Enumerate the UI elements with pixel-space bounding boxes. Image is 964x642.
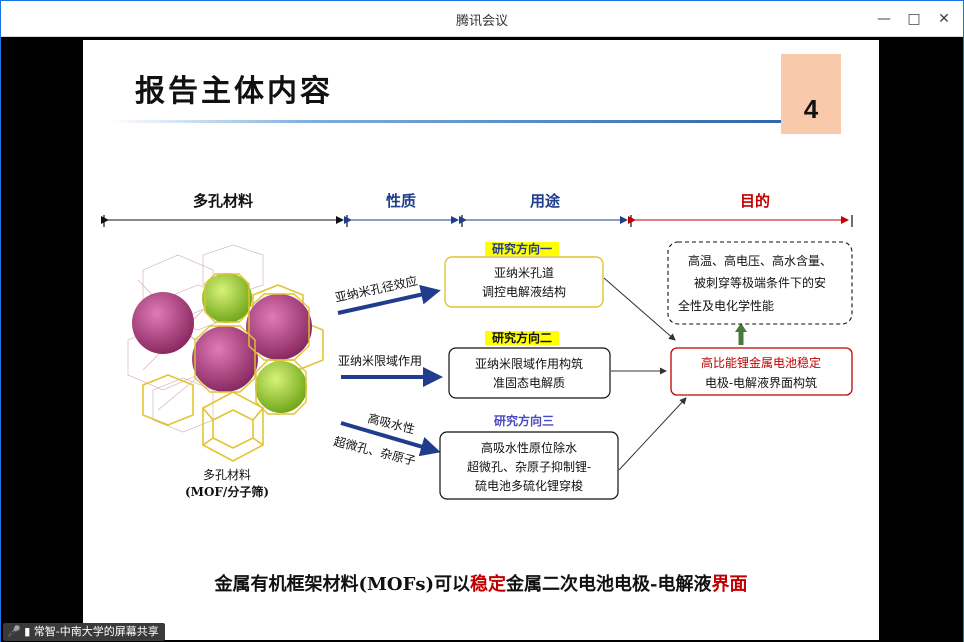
goal-conditions-box	[667, 241, 853, 325]
slide-title: 报告主体内容	[135, 74, 333, 109]
direction-3-tag: 研究方向三	[494, 413, 554, 428]
research-diagram: 多孔材料 性质 用途 目的	[101, 192, 853, 500]
direction-1: 研究方向一 亚纳米孔道 调控电解液结构	[444, 241, 604, 308]
presentation-slide: 报告主体内容 4	[83, 40, 879, 640]
direction-3-line1: 高吸水性原位除水	[481, 440, 577, 455]
direction-2-line1: 亚纳米限域作用构筑	[475, 356, 583, 371]
goal-main-box	[670, 347, 853, 396]
mof-caption-line2: (MOF/分子筛)	[185, 484, 269, 499]
microphone-icon[interactable]: 🎤	[7, 625, 21, 638]
header-usage: 用途	[530, 192, 561, 210]
mof-caption-line1: 多孔材料	[203, 468, 251, 482]
header-purpose: 目的	[740, 192, 770, 210]
direction-1-tag-bg	[485, 242, 559, 256]
mof-cage-purple-1	[132, 292, 194, 354]
property-label-3b: 超微孔、杂原子	[332, 433, 417, 468]
mof-cage-green-1	[202, 273, 252, 323]
page-number: 4	[803, 94, 819, 124]
title-bar: 腾讯会议 — □ ✕	[1, 1, 963, 37]
screen-share-icon: ▮	[24, 625, 31, 638]
direction-1-tag: 研究方向一	[492, 241, 552, 256]
property-arrow-3	[340, 421, 441, 457]
conclusion-text: 金属有机框架材料(MOFs)可以稳定金属二次电池电极-电解液界面	[83, 570, 879, 596]
direction-3-line3: 硫电池多硫化锂穿梭	[475, 478, 583, 493]
property-label-2: 亚纳米限域作用	[338, 354, 422, 368]
property-label-1: 亚纳米孔径效应	[334, 273, 419, 305]
page-number-box: 4	[781, 54, 841, 134]
direction-2-box	[448, 347, 611, 399]
screen-share-label: 常智-中南大学的屏幕共享	[33, 625, 159, 638]
mof-cage-purple-3	[192, 326, 258, 392]
goal-main: 高比能锂金属电池稳定 电极-电解液界面构筑	[670, 347, 853, 396]
mof-cage-purple-2	[246, 294, 312, 360]
direction-2-tag-bg	[485, 331, 559, 345]
goal-main-line1: 高比能锂金属电池稳定	[701, 355, 821, 370]
direction-1-line1: 亚纳米孔道	[494, 266, 554, 280]
goal-arrows	[603, 277, 747, 471]
conclusion-part1: 金属有机框架材料(MOFs)可以	[214, 574, 471, 595]
conclusion-emphasis-2: 界面	[711, 574, 748, 595]
mof-cage-green-2	[255, 361, 307, 413]
mof-structure-illustration: 多孔材料 (MOF/分子筛)	[127, 244, 324, 499]
goal-conditions-line3: 全性及电化学性能	[678, 298, 774, 313]
close-icon[interactable]: ✕	[938, 11, 950, 27]
header-row: 多孔材料 性质 用途 目的	[101, 192, 853, 227]
goal-conditions: 高温、高电压、高水含量、 被刺穿等极端条件下的安 全性及电化学性能	[667, 241, 853, 325]
goal-main-line2: 电极-电解液界面构筑	[705, 375, 817, 390]
conclusion-emphasis-1: 稳定	[470, 574, 507, 595]
goal-conditions-line1: 高温、高电压、高水含量、	[688, 253, 832, 268]
property-arrows: 亚纳米孔径效应 亚纳米限域作用 高吸水性 超微孔、杂原子	[332, 273, 443, 468]
screen-share-indicator[interactable]: 🎤 ▮ 常智-中南大学的屏幕共享	[3, 623, 165, 641]
direction-2-line2: 准固态电解质	[493, 376, 565, 390]
direction-3-box	[439, 431, 619, 500]
header-material: 多孔材料	[193, 192, 253, 210]
minimize-icon[interactable]: —	[877, 11, 891, 27]
header-property: 性质	[386, 192, 416, 210]
goal-conditions-line2: 被刺穿等极端条件下的安	[694, 275, 826, 290]
direction-1-line2: 调控电解液结构	[482, 284, 566, 299]
conclusion-part2: 金属二次电池电极-电解液	[506, 574, 712, 595]
direction-3-line2: 超微孔、杂原子抑制锂-	[467, 459, 591, 474]
maximize-icon[interactable]: □	[907, 11, 921, 27]
direction-2-tag: 研究方向二	[492, 330, 552, 345]
direction-1-box	[444, 256, 604, 308]
window-title: 腾讯会议	[455, 14, 508, 29]
title-underline	[111, 120, 783, 123]
direction-3: 研究方向三 高吸水性原位除水 超微孔、杂原子抑制锂- 硫电池多硫化锂穿梭	[439, 413, 619, 500]
property-arrow-1	[337, 284, 441, 315]
direction-2: 研究方向二 亚纳米限域作用构筑 准固态电解质	[448, 330, 611, 399]
